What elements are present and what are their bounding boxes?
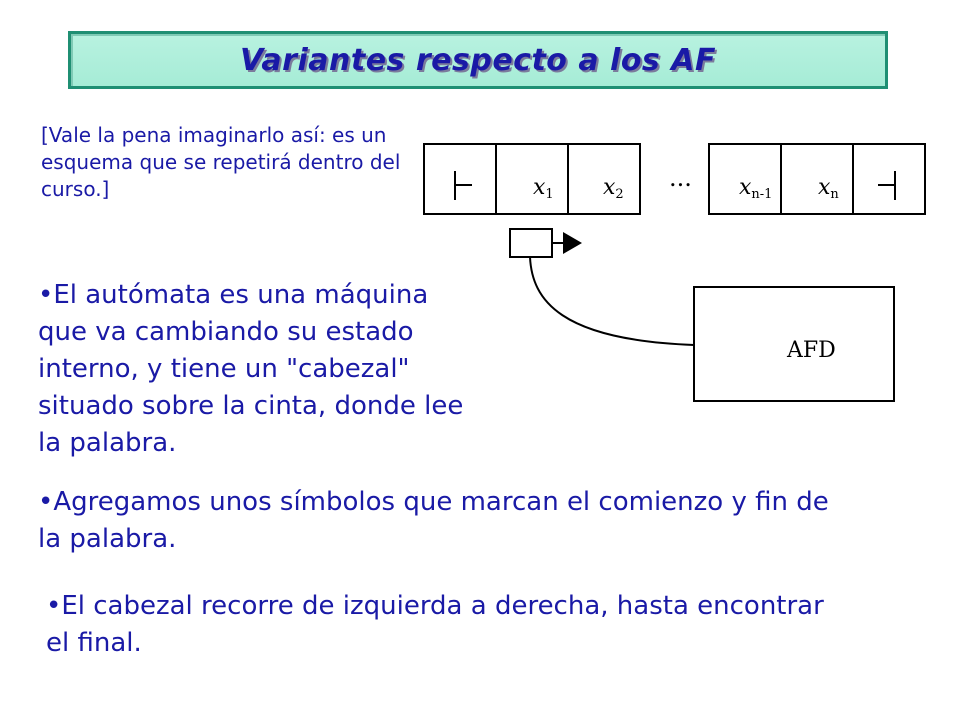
bullet-head: •El cabezal recorre de izquierda a derec… (46, 591, 824, 658)
bullet-automaton: •El autómata es una máquina que va cambi… (38, 280, 464, 458)
head-arrow-icon (563, 232, 582, 254)
head-connector (529, 256, 695, 346)
tape-head (509, 228, 553, 258)
bullet-markers: •Agregamos unos símbolos que marcan el c… (38, 487, 829, 554)
afd-box (693, 286, 895, 402)
tape-cell-x2: x2 (603, 175, 624, 202)
tape-cell-x1: x1 (533, 175, 554, 202)
afd-label: AFD (786, 338, 836, 363)
note-text: [Vale la pena imaginarlo así: es un esqu… (41, 123, 401, 201)
tape-right-block (708, 143, 926, 215)
page-title: Variantes respecto a los AF (240, 42, 716, 78)
end-marker-glyph (878, 171, 896, 200)
tape-ellipsis: ... (669, 164, 692, 192)
start-marker-glyph (454, 171, 472, 200)
tape-cell-xn: xn (818, 175, 839, 202)
tape-left-block (423, 143, 641, 215)
tape-cell-xn-1: xn-1 (739, 175, 772, 202)
title-box: Variantes respecto a los AF (68, 31, 888, 89)
